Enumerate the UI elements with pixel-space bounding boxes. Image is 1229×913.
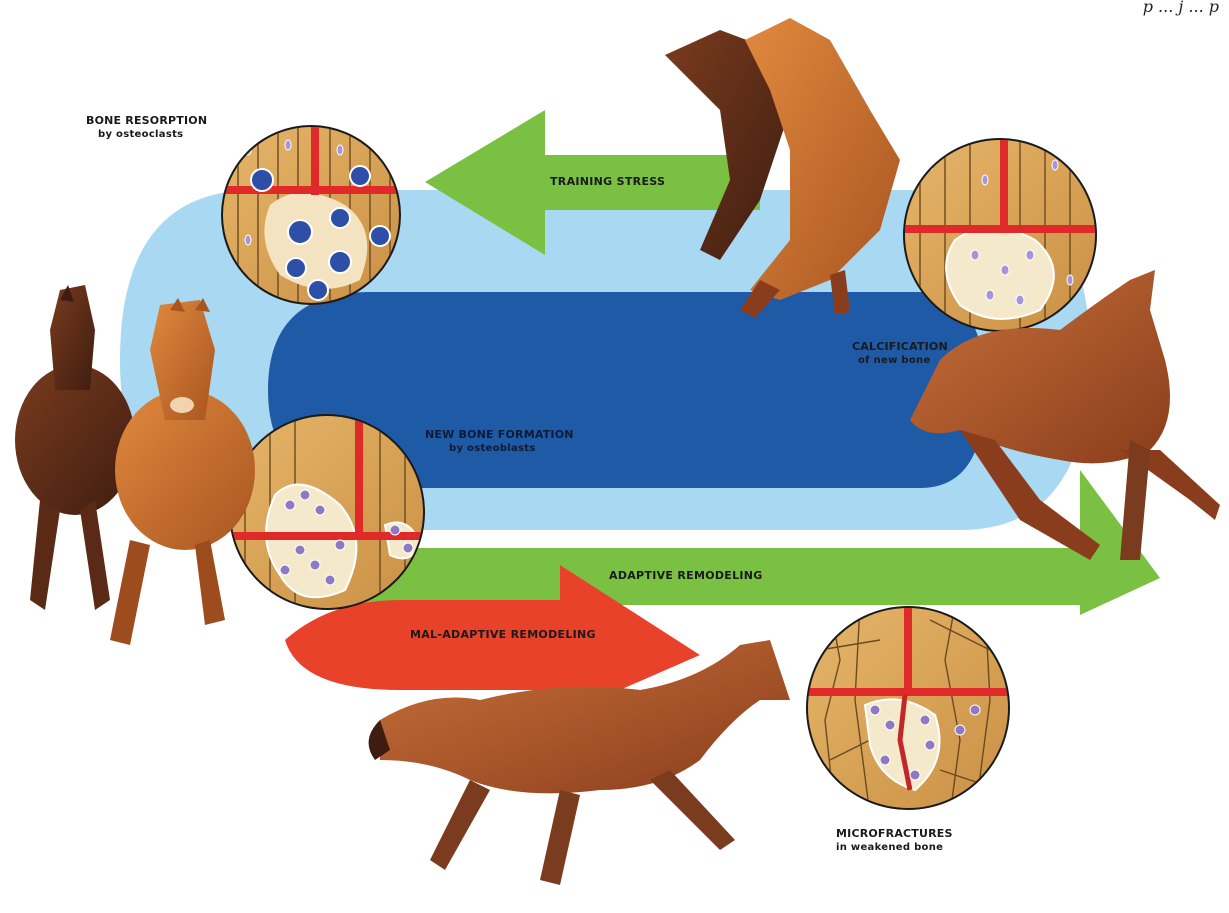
microfractures-title: MICROFRACTURES [836,827,953,840]
bone-resorption-label: BONE RESORPTION by osteoclasts [86,114,207,142]
calcification-title: CALCIFICATION [852,340,948,353]
calcification-label: CALCIFICATION of new bone [852,340,948,368]
calcification-sub: of new bone [852,354,948,368]
microfractures-label: MICROFRACTURES in weakened bone [836,827,953,855]
microfractures-sub: in weakened bone [836,841,953,855]
bone-resorption-sub: by osteoclasts [86,128,207,142]
new-bone-formation-label: NEW BONE FORMATION by osteoblasts [425,428,574,456]
new-bone-formation-title: NEW BONE FORMATION [425,428,574,441]
microfractures-circle [805,605,1015,815]
training-stress-label: TRAINING STRESS [550,175,665,188]
header-caption: p ... j ... p [1143,0,1219,16]
new-bone-formation-sub: by osteoblasts [425,442,574,456]
adaptive-remodeling-label: ADAPTIVE REMODELING [609,569,763,582]
bone-resorption-title: BONE RESORPTION [86,114,207,127]
horse-left-bay-illustration [15,285,135,610]
maladaptive-remodeling-label: MAL-ADAPTIVE REMODELING [410,628,596,641]
